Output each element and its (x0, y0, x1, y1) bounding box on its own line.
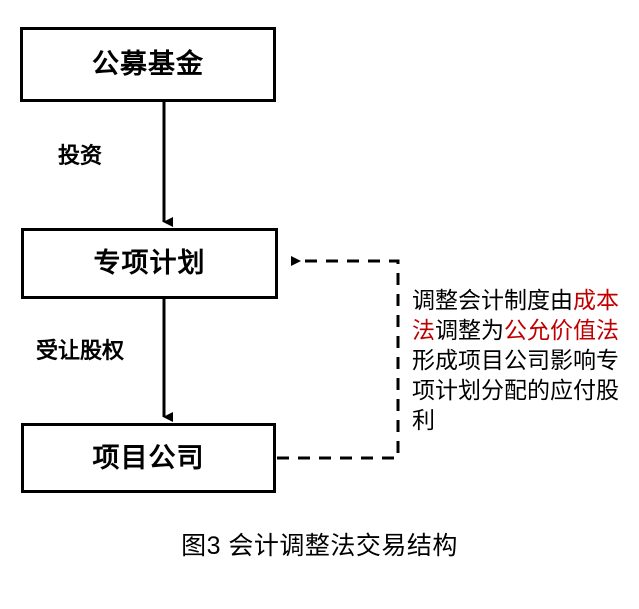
annotation-segment-plain-1: 调整会计制度由 (412, 287, 573, 313)
annotation-note: 调整会计制度由成本法调整为公允价值法形成项目公司影响专项计划分配的应付股利 (412, 286, 630, 435)
node-special-plan-label: 专项计划 (93, 248, 206, 278)
figure-caption: 图3 会计调整法交易结构 (181, 532, 458, 560)
annotation-segment-plain-3: 形成项目公司影响专项计划分配的应付股利 (412, 346, 619, 433)
edge-label-transfer-equity: 受让股权 (36, 338, 125, 363)
edge-label-invest: 投资 (58, 143, 103, 168)
node-project-company-label: 项目公司 (92, 442, 205, 473)
node-project-company[interactable]: 项目公司 (21, 423, 276, 493)
arrow-company-to-plan-dashed (277, 256, 400, 460)
node-public-fund-label: 公募基金 (92, 49, 204, 79)
annotation-segment-highlight-fair-value-method: 公允价值法 (504, 316, 619, 343)
node-special-plan[interactable]: 专项计划 (21, 228, 278, 299)
annotation-segment-highlight-cost-method: 成本法 (412, 287, 619, 343)
node-public-fund[interactable]: 公募基金 (20, 27, 276, 102)
annotation-segment-plain-2: 调整为 (435, 316, 504, 343)
